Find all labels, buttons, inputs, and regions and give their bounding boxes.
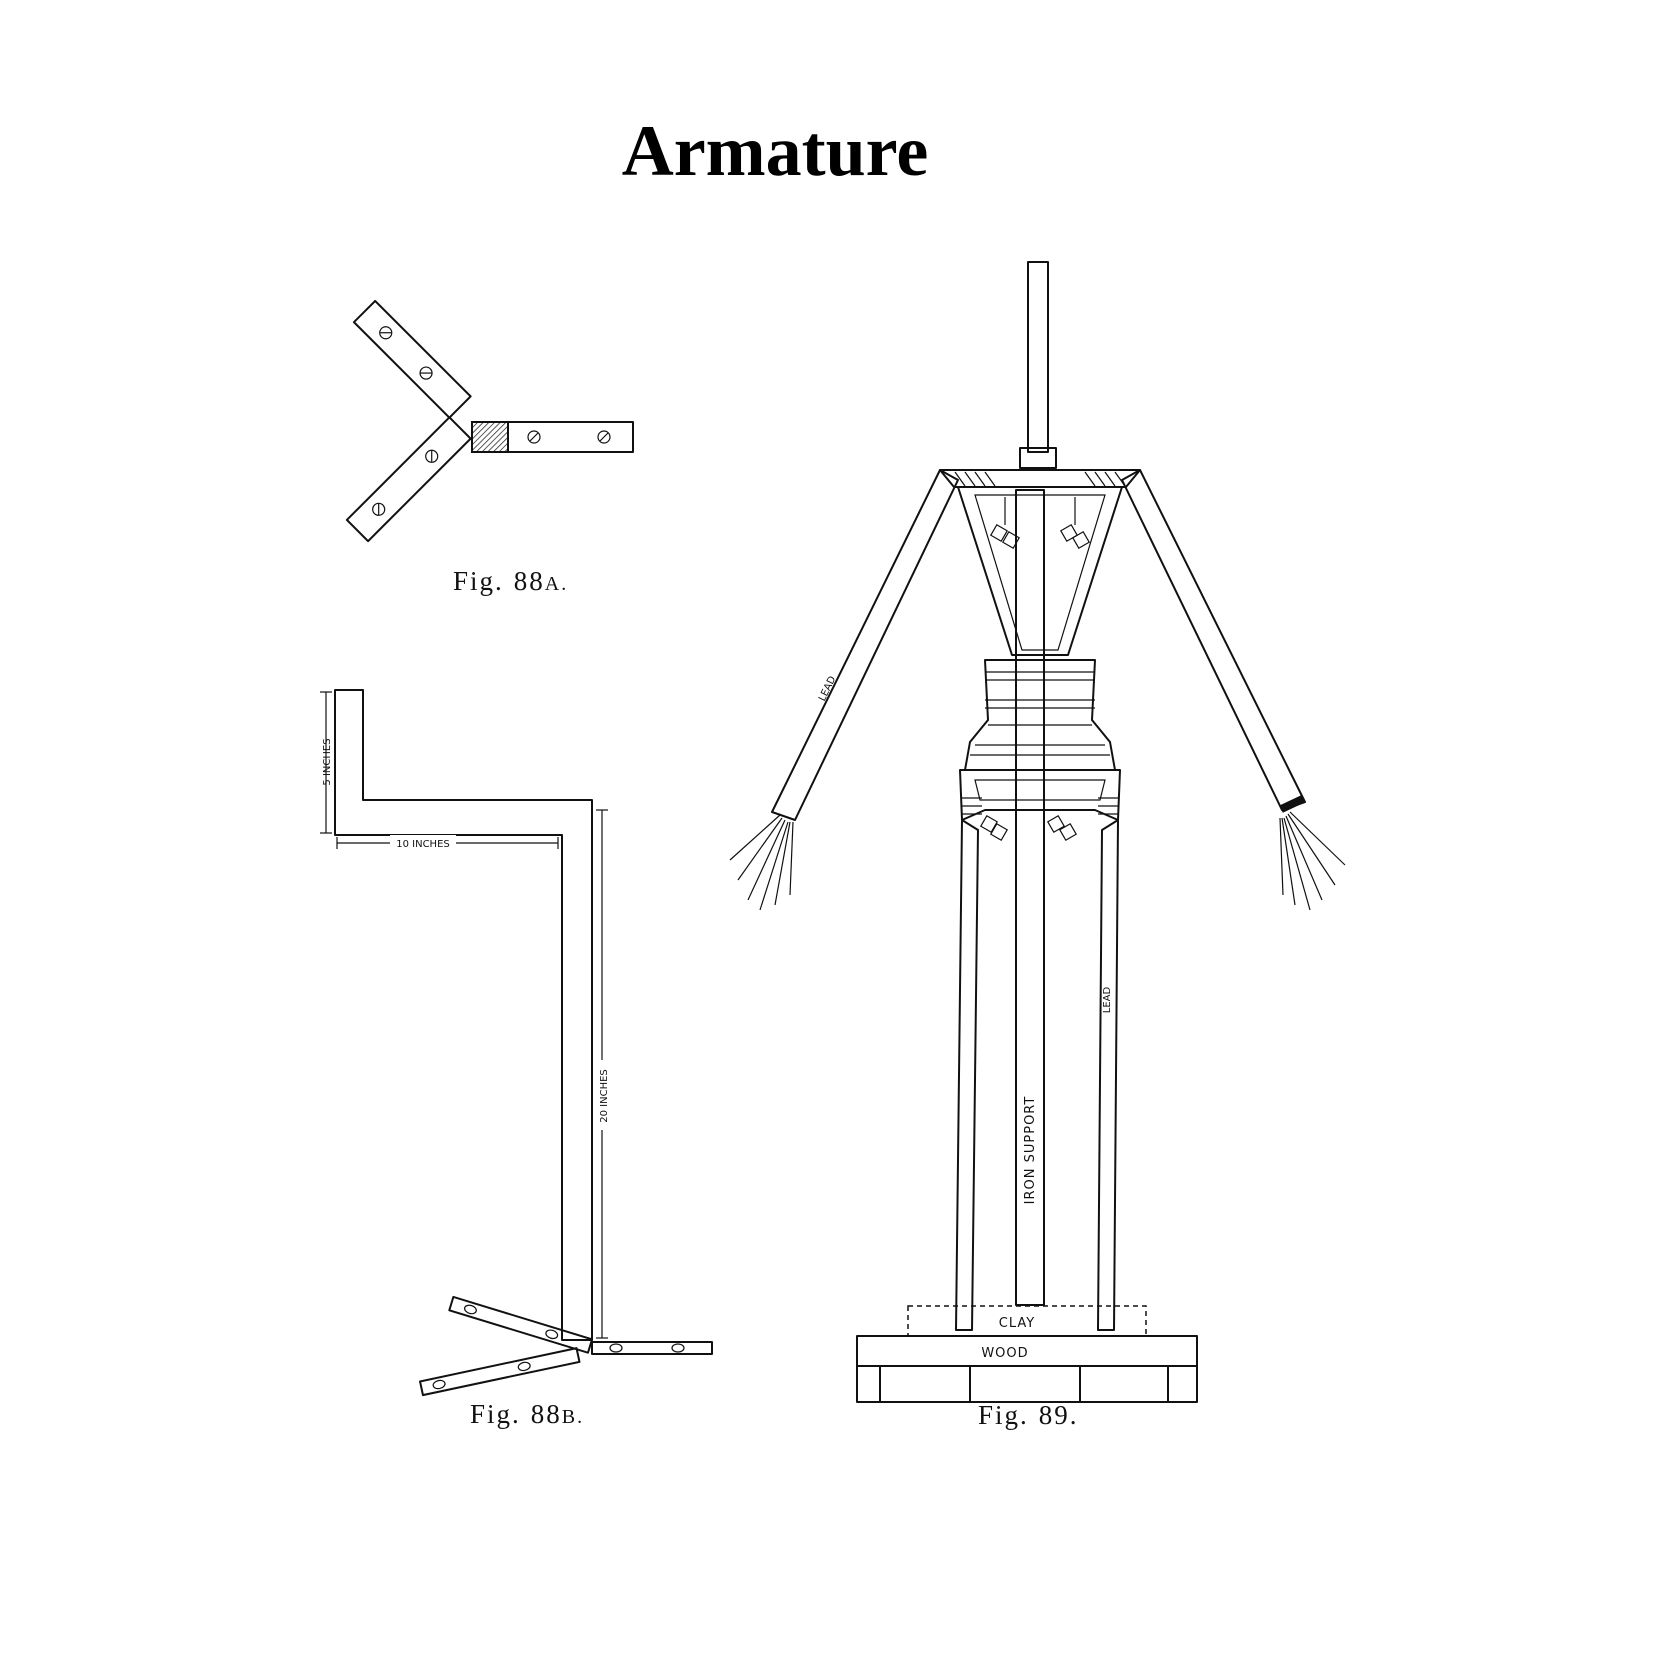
- dim-20-inches: 20 INCHES: [599, 1069, 610, 1123]
- iron-support-rod: [1015, 489, 1045, 1306]
- brace-center-block: [471, 421, 509, 453]
- brace-arm-right: [507, 421, 634, 453]
- brace-arm-lower: [345, 416, 472, 543]
- wire-tie-chest-left: [989, 497, 1021, 550]
- label-lead-arm: LEAD: [817, 674, 839, 703]
- label-iron-support: IRON SUPPORT: [1023, 1096, 1038, 1205]
- page-title: Armature: [621, 111, 929, 191]
- hip-frame: [959, 769, 1121, 821]
- dim-10-inches: 10 INCHES: [396, 839, 450, 850]
- wood-base: [856, 1335, 1198, 1403]
- left-arm-lead: [771, 469, 959, 821]
- fig-88b-caption: Fig.88B.: [470, 1399, 584, 1429]
- fig-88a-caption: Fig.88A.: [453, 566, 568, 596]
- wire-tie-hip-right: [1046, 814, 1078, 842]
- fig-88b-iron-support: 5 INCHES 10 INCHES 20 INCHES: [320, 689, 713, 1397]
- right-leg-lead: [1097, 819, 1119, 1331]
- wire-tie-chest-right: [1059, 497, 1091, 550]
- label-lead-leg: LEAD: [1102, 986, 1113, 1013]
- label-clay: CLAY: [999, 1316, 1035, 1331]
- waist-binding: [964, 659, 1116, 771]
- right-arm-lead: [1121, 469, 1306, 811]
- dim-5-inches: 5 INCHES: [322, 738, 333, 785]
- fig-89-caption: Fig.89.: [978, 1400, 1079, 1430]
- torso-frame: [957, 486, 1123, 656]
- left-leg-lead: [955, 819, 979, 1331]
- brace-arm-upper: [352, 299, 472, 419]
- fig-89-figure-armature: LEAD: [729, 261, 1346, 1403]
- neck-rod: [1027, 261, 1049, 453]
- wire-tie-hip-left: [979, 814, 1009, 842]
- fig-88a-cross-brace: [345, 299, 634, 543]
- label-wood: WOOD: [981, 1346, 1028, 1361]
